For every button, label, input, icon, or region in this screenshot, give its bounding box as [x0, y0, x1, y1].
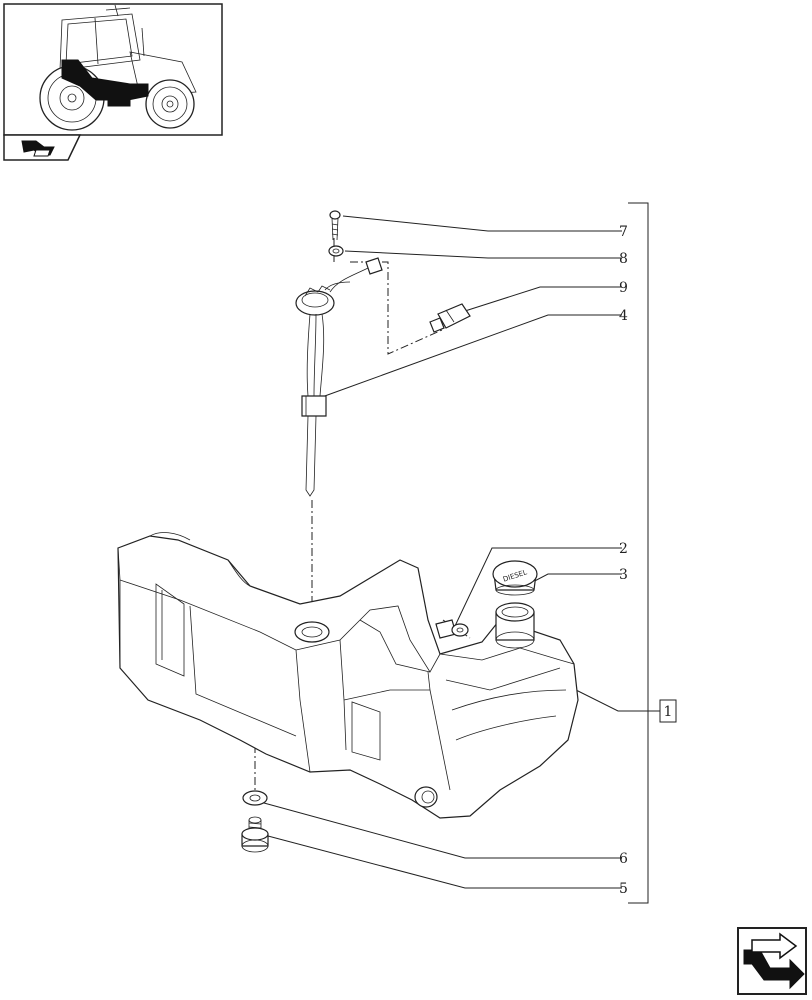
callout-4: 4 [619, 308, 628, 324]
connector-part-9 [429, 303, 471, 333]
assembly-ref-label: 1 [664, 704, 673, 720]
callout-8: 8 [619, 251, 628, 267]
callout-9: 9 [619, 280, 628, 296]
fuel-sender-part-4 [295, 257, 383, 497]
fuel-tank-part-1 [117, 532, 579, 819]
callout-7: 7 [619, 224, 628, 240]
callout-2: 2 [619, 541, 628, 557]
fitting-part-2 [435, 619, 469, 639]
assembly-reference-box: 1 [659, 699, 677, 723]
washer-part-6 [242, 790, 268, 806]
screw-part-7 [329, 210, 341, 241]
filler-cap-part-3: DIESEL [492, 560, 538, 596]
assembly-bracket [628, 202, 649, 904]
section-nav-icon[interactable] [3, 134, 82, 161]
callout-5: 5 [619, 881, 628, 897]
next-page-arrow-icon[interactable] [737, 927, 807, 995]
tractor-thumbnail-icon[interactable] [3, 3, 223, 136]
callout-6: 6 [619, 851, 628, 867]
drain-plug-part-5 [241, 816, 269, 853]
callout-labels: 7 8 9 4 2 3 6 5 [619, 224, 628, 897]
leader-lines [263, 215, 660, 889]
washer-part-8 [328, 245, 344, 257]
callout-3: 3 [619, 567, 628, 583]
